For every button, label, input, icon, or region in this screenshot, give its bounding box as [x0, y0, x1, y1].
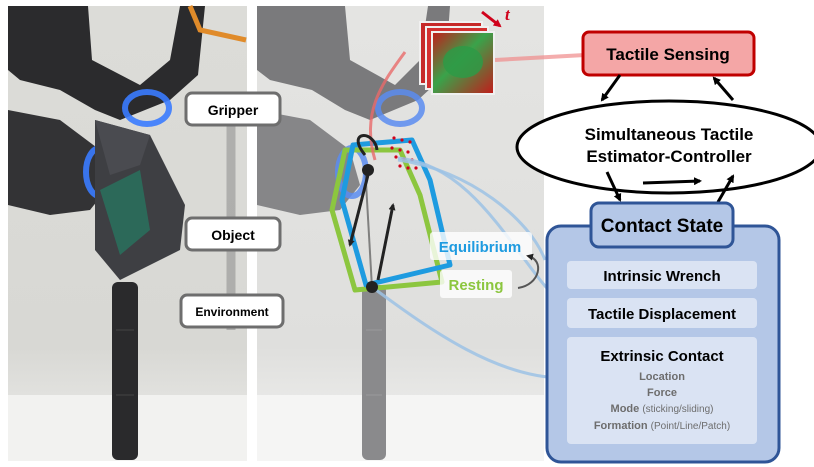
equilibrium-label-text: Equilibrium [439, 239, 522, 256]
tactile-sensing-box: Tactile Sensing [581, 30, 756, 77]
tactile-sensing-text: Tactile Sensing [606, 45, 729, 64]
left-object-top-face [95, 120, 150, 175]
left-upper-led-ring [122, 89, 172, 127]
time-arrow [481, 10, 502, 28]
extrinsic-formation-text: Formation [594, 420, 648, 432]
label-gripper-text: Gripper [208, 102, 259, 118]
torque-arc [356, 134, 379, 156]
connector-to-intrinsic-wrench [397, 158, 547, 261]
extrinsic-location-text: Location [639, 371, 685, 383]
extrinsic-formation-detail: (Point/Line/Patch) [651, 421, 731, 432]
grasp-contact-point [362, 164, 374, 176]
extrinsic-mode-line: Mode (sticking/sliding) [611, 403, 714, 415]
gripper-lower-finger [8, 110, 110, 215]
right-photo-panel [257, 6, 544, 461]
estimator-line-1: Simultaneous Tactile [585, 125, 754, 144]
extrinsic-mode-text: Mode [611, 403, 640, 415]
arrow-estimator-to-sensing [712, 76, 735, 101]
arrow-estimator-to-contact [605, 171, 622, 202]
force-arrow-up [376, 203, 396, 281]
contact-state-panel: Contact State Intrinsic Wrench Tactile D… [545, 201, 781, 464]
tactile-displacement-text: Tactile Displacement [588, 306, 736, 323]
equilibrium-label: Equilibrium [430, 232, 532, 260]
arrow-sensing-to-estimator [600, 74, 622, 102]
extrinsic-contact-point [366, 281, 378, 293]
extrinsic-contact-title: Extrinsic Contact [600, 348, 723, 365]
time-symbol: t [505, 5, 511, 24]
tactile-image-stack [419, 21, 495, 95]
right-table-surface [257, 395, 544, 461]
estimator-controller-ellipse: Simultaneous Tactile Estimator-Controlle… [515, 99, 814, 195]
contact-line [364, 164, 373, 289]
right-upper-led-ring [375, 89, 425, 127]
right-environment-post [362, 285, 386, 460]
extrinsic-mode-detail: (sticking/sliding) [642, 404, 713, 415]
connector-to-extrinsic-contact [371, 285, 569, 380]
tactile-signal-line [369, 51, 407, 161]
arrow-estimator-loop [642, 177, 702, 186]
left-object-gel-glow [100, 170, 150, 255]
left-environment-post [112, 282, 138, 460]
extrinsic-force-text: Force [647, 387, 677, 399]
intrinsic-wrench-text: Intrinsic Wrench [603, 268, 720, 285]
equilibrium-pose-outline [339, 137, 453, 288]
extrinsic-formation-line: Formation (Point/Line/Patch) [594, 420, 730, 432]
tactile-displacement-box [567, 298, 757, 328]
contact-state-title: Contact State [601, 216, 723, 237]
label-gripper: Gripper [184, 91, 282, 127]
label-environment-text: Environment [195, 305, 268, 319]
tactile-to-sensing-line [494, 53, 586, 62]
label-environment: Environment [179, 293, 285, 329]
intrinsic-wrench-box [567, 261, 757, 289]
resting-to-equilibrium-arrow [517, 253, 540, 289]
label-object: Object [184, 216, 282, 252]
arrow-contact-to-estimator [716, 174, 735, 203]
label-object-text: Object [211, 227, 255, 243]
extrinsic-contact-box [567, 337, 757, 444]
resting-label: Resting [440, 270, 512, 298]
contact-state-title-box [589, 201, 735, 249]
force-arrow-down [347, 174, 370, 247]
left-orange-cable [187, 5, 247, 43]
resting-label-text: Resting [448, 277, 503, 294]
estimator-line-2: Estimator-Controller [586, 147, 752, 166]
